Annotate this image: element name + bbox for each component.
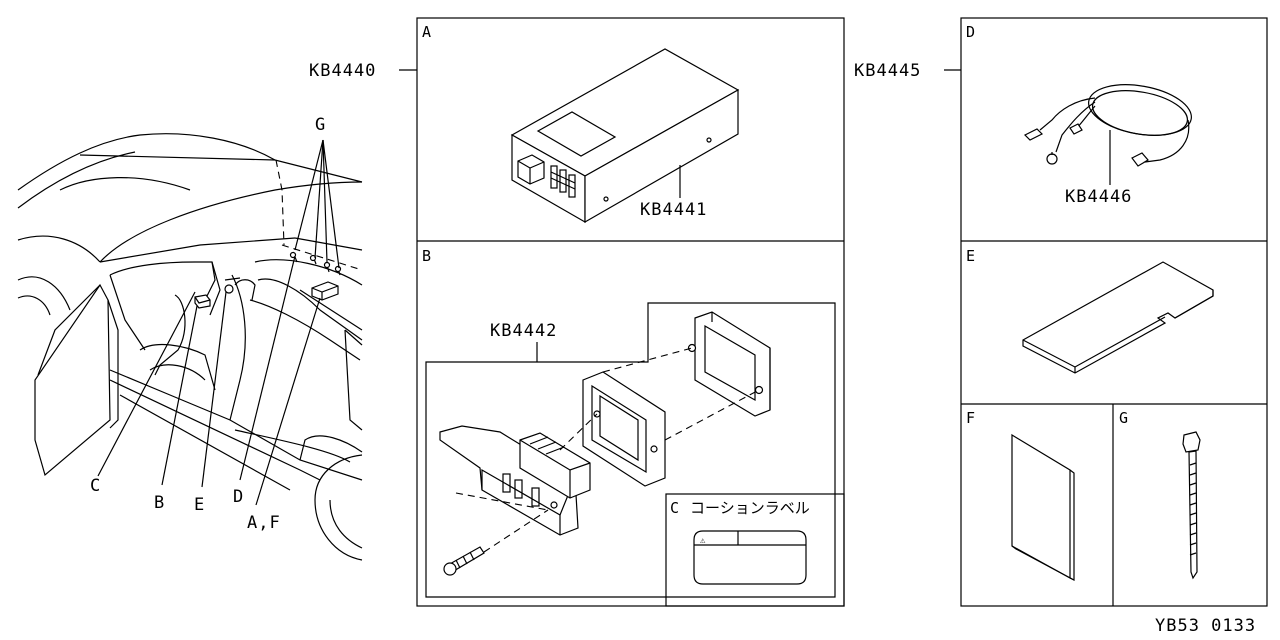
caution-warning-icon: ⚠ (700, 536, 706, 546)
switch-assembly-drawing (439, 311, 771, 576)
wire-harness-drawing (1023, 84, 1192, 185)
panel-a-letter: A (422, 23, 431, 41)
panel-f-letter: F (966, 409, 975, 427)
part-number-kb4446: KB4446 (1065, 187, 1132, 207)
part-number-kb4441: KB4441 (640, 200, 707, 220)
panel-ab-frame (416, 17, 845, 607)
panel-defg-frame (960, 17, 1268, 607)
caution-label-drawing (693, 530, 807, 585)
callout-c: C (90, 476, 101, 496)
part-number-kb4442: KB4442 (490, 321, 557, 341)
part-number-kb4440: KB4440 (309, 61, 376, 81)
cable-tie-drawing (1182, 431, 1201, 580)
kit-boundary (425, 302, 836, 598)
panel-d-letter: D (966, 23, 975, 41)
callout-g: G (315, 115, 326, 135)
callout-a-f: A,F (247, 513, 281, 533)
panel-b-letter: B (422, 247, 431, 265)
caution-label-title: コーションラベル (690, 499, 810, 517)
caution-label-panel (665, 493, 845, 607)
vehicle-illustration (17, 133, 363, 561)
callout-d: D (233, 487, 244, 507)
panel-e-letter: E (966, 247, 975, 265)
mat-drawing (1022, 261, 1214, 374)
callout-e: E (194, 495, 205, 515)
callout-b: B (154, 493, 165, 513)
pad-drawing (1011, 433, 1075, 581)
part-number-kb4445: KB4445 (854, 61, 921, 81)
panel-g-letter: G (1119, 409, 1128, 427)
panel-c-letter: C (670, 499, 679, 517)
diagram-code: YB53 0133 (1155, 616, 1256, 636)
control-unit-drawing (510, 48, 740, 224)
